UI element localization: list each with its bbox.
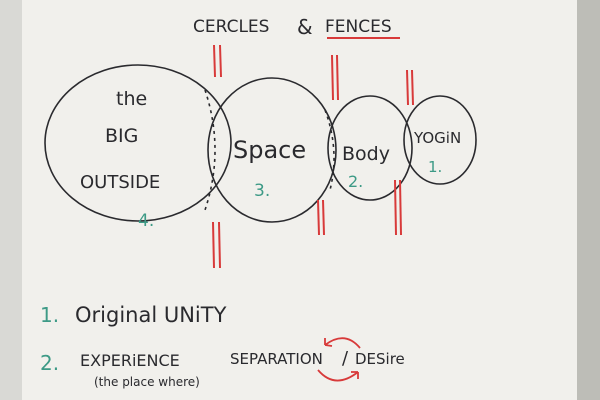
circle-body (327, 95, 413, 201)
list-number-1: 1. (40, 303, 59, 327)
title-fences: FENCES (325, 17, 392, 37)
title-amp: & (297, 15, 313, 39)
title-cercles: CERCLES (193, 17, 269, 37)
big-outside-line2: BIG (105, 125, 138, 147)
big-outside-line1: the (116, 88, 147, 110)
yogin-number: 1. (428, 158, 442, 176)
big-outside-number: 4. (138, 211, 154, 231)
list-text-1: Original UNiTY (75, 303, 227, 327)
board-edge (577, 0, 600, 400)
list-note: (the place where) (94, 375, 200, 389)
list-text-separation: SEPARATION (230, 350, 323, 368)
cycle-arrows-icon (317, 337, 361, 382)
circle-big-outside (44, 64, 232, 222)
big-outside-line3: OUTSIDE (80, 172, 160, 193)
circle-space (207, 77, 337, 223)
space-number: 3. (254, 181, 270, 201)
list-text-desire: DESire (355, 350, 405, 368)
yogin-label: YOGiN (413, 129, 461, 147)
flipchart-paper (22, 0, 577, 400)
wall (0, 0, 22, 400)
list-number-2: 2. (40, 351, 59, 375)
list-slash: / (342, 348, 349, 369)
circle-yogin (403, 95, 477, 185)
list-text-2: EXPERiENCE (80, 351, 180, 370)
body-label: Body (342, 143, 390, 165)
fences (212, 44, 414, 269)
overlap-arc-2 (324, 109, 335, 191)
body-number: 2. (348, 172, 363, 191)
space-label: Space (233, 136, 306, 164)
